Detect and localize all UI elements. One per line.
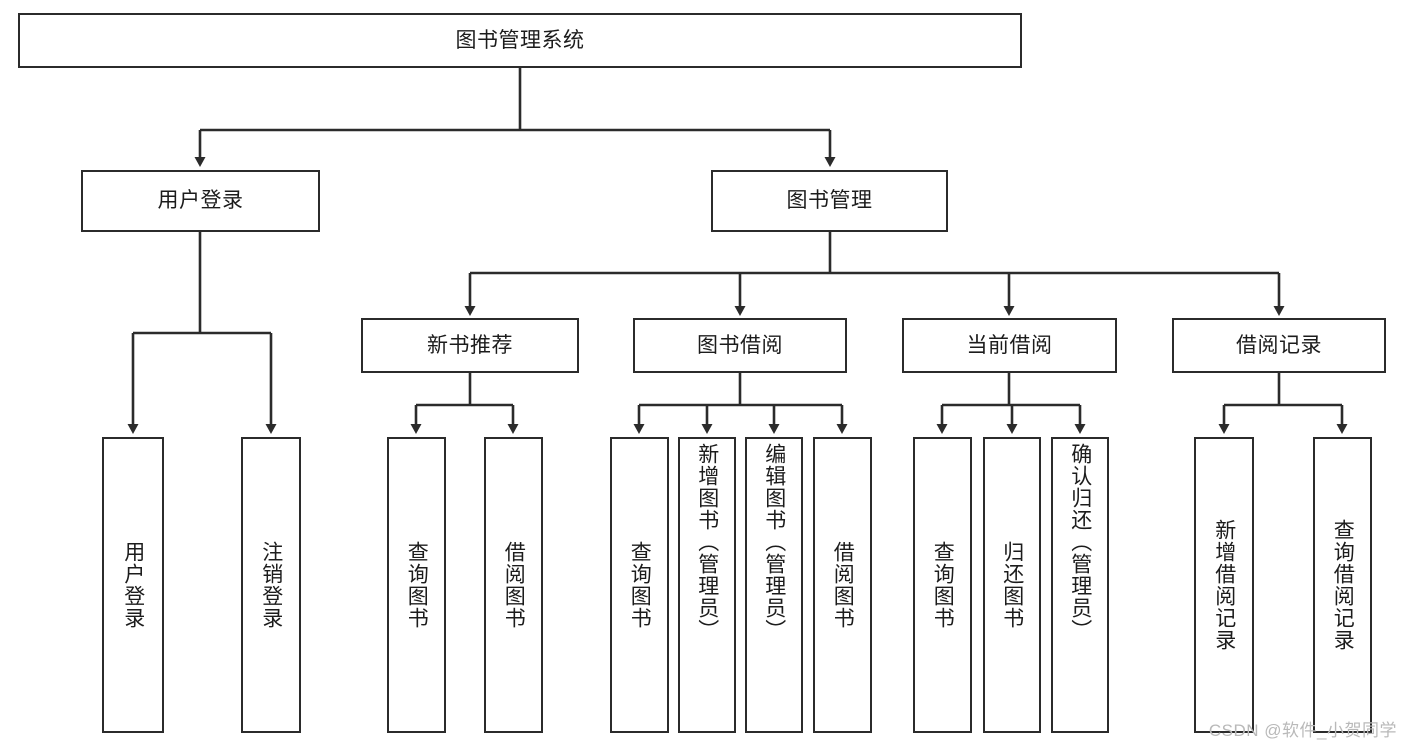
node-book-borrow-label: 图书借阅 bbox=[697, 333, 783, 357]
node-leaf-add-record-label: 新增借阅记录 bbox=[1212, 519, 1236, 651]
node-leaf-user-login[interactable]: 用户登录 bbox=[102, 437, 164, 733]
node-leaf-query-book-1-label: 查询图书 bbox=[405, 541, 429, 629]
node-current-borrow[interactable]: 当前借阅 bbox=[902, 318, 1117, 373]
node-leaf-query-record-label: 查询借阅记录 bbox=[1331, 519, 1355, 651]
node-leaf-logout[interactable]: 注销登录 bbox=[241, 437, 301, 733]
csdn-watermark: CSDN @软件_小贺同学 bbox=[1208, 721, 1397, 740]
node-leaf-query-book-2[interactable]: 查询图书 bbox=[610, 437, 669, 733]
node-user-login[interactable]: 用户登录 bbox=[81, 170, 320, 232]
node-leaf-query-record[interactable]: 查询借阅记录 bbox=[1313, 437, 1372, 733]
node-new-book-recommend-label: 新书推荐 bbox=[427, 333, 513, 357]
node-leaf-return-book-label: 归还图书 bbox=[1000, 541, 1024, 629]
node-borrow-record[interactable]: 借阅记录 bbox=[1172, 318, 1386, 373]
node-book-borrow[interactable]: 图书借阅 bbox=[633, 318, 847, 373]
node-leaf-borrow-book-2-label: 借阅图书 bbox=[831, 541, 855, 629]
node-leaf-edit-book-label: 编辑图书（管理员） bbox=[762, 443, 786, 641]
node-borrow-record-label: 借阅记录 bbox=[1236, 333, 1322, 357]
node-current-borrow-label: 当前借阅 bbox=[966, 333, 1053, 357]
node-leaf-return-book[interactable]: 归还图书 bbox=[983, 437, 1041, 733]
node-leaf-query-book-3-label: 查询图书 bbox=[931, 541, 955, 629]
node-leaf-add-record[interactable]: 新增借阅记录 bbox=[1194, 437, 1254, 733]
node-leaf-edit-book[interactable]: 编辑图书（管理员） bbox=[745, 437, 803, 733]
node-leaf-add-book[interactable]: 新增图书（管理员） bbox=[678, 437, 736, 733]
node-leaf-borrow-book-1[interactable]: 借阅图书 bbox=[484, 437, 543, 733]
node-root[interactable]: 图书管理系统 bbox=[18, 13, 1022, 68]
node-leaf-borrow-book-2[interactable]: 借阅图书 bbox=[813, 437, 872, 733]
node-leaf-query-book-3[interactable]: 查询图书 bbox=[913, 437, 972, 733]
node-leaf-query-book-2-label: 查询图书 bbox=[628, 541, 652, 629]
node-leaf-user-login-label: 用户登录 bbox=[121, 541, 145, 629]
node-leaf-confirm-return[interactable]: 确认归还（管理员） bbox=[1051, 437, 1109, 733]
node-leaf-add-book-label: 新增图书（管理员） bbox=[695, 443, 719, 641]
node-leaf-confirm-return-label: 确认归还（管理员） bbox=[1068, 443, 1092, 641]
node-root-label: 图书管理系统 bbox=[455, 28, 585, 52]
node-leaf-query-book-1[interactable]: 查询图书 bbox=[387, 437, 446, 733]
node-leaf-logout-label: 注销登录 bbox=[259, 541, 283, 629]
node-book-manage-label: 图书管理 bbox=[786, 189, 873, 213]
node-user-login-label: 用户登录 bbox=[157, 189, 244, 213]
node-leaf-borrow-book-1-label: 借阅图书 bbox=[502, 541, 526, 629]
node-book-manage[interactable]: 图书管理 bbox=[711, 170, 948, 232]
node-new-book-recommend[interactable]: 新书推荐 bbox=[361, 318, 579, 373]
